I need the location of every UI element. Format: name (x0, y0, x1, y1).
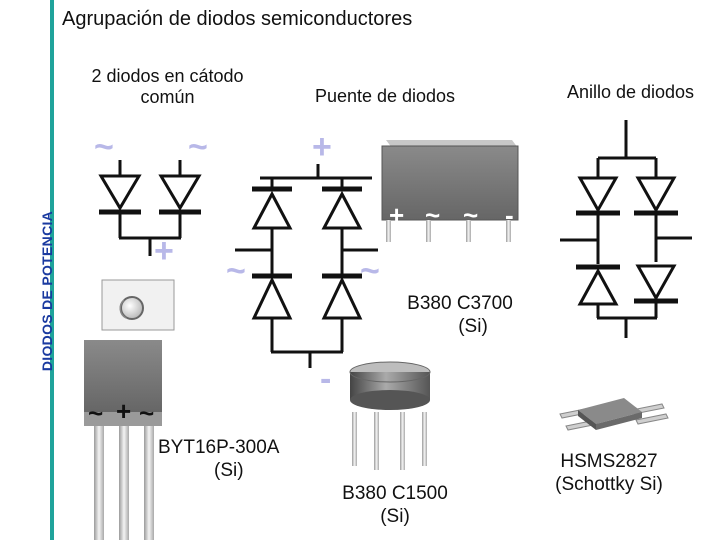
byt16p-package (84, 340, 162, 540)
byt-pin-plus: + (116, 396, 132, 426)
label-b380-c3700: B380 C3700 (Si) (407, 293, 513, 337)
page-title: Agrupación de diodos semiconductores (62, 8, 413, 30)
common-cathode-schematic (98, 160, 202, 256)
c3700-pin-ac-1: ~ (425, 200, 441, 230)
c3700-pin-minus: - (505, 200, 514, 230)
hsms2827-package (559, 398, 669, 431)
c3700-pin-ac-2: ~ (463, 200, 479, 230)
bridge-schematic (235, 164, 378, 368)
heading-ring: Anillo de diodos (566, 82, 695, 102)
byt-pin-ac-1: ~ (88, 398, 104, 428)
sidebar-accent-bar (50, 0, 54, 540)
bridge-ac-left-symbol: ~ (226, 252, 246, 290)
c3700-pin-plus: + (389, 200, 405, 230)
cc-ac-right-symbol: ~ (188, 128, 208, 166)
label-b380-c1500: B380 C1500 (Si) (342, 483, 448, 527)
label-hsms2827: HSMS2827 (Schottky Si) (555, 451, 663, 495)
label-byt16p: BYT16P-300A (Si) (158, 437, 280, 481)
bridge-plus-symbol: + (312, 128, 332, 166)
b380-c3700-package (381, 140, 519, 242)
bridge-minus-symbol: - (320, 360, 332, 398)
cc-plus-symbol: + (154, 232, 174, 270)
ring-schematic (560, 120, 692, 338)
cc-ac-left-symbol: ~ (94, 128, 114, 166)
heading-common-cathode: 2 diodos en cátodo común (91, 66, 244, 107)
byt-pin-ac-2: ~ (139, 398, 155, 428)
round-component (101, 279, 175, 331)
b380-c1500-package (349, 361, 431, 470)
heading-bridge: Puente de diodos (314, 86, 456, 106)
bridge-ac-right-symbol: ~ (360, 252, 380, 290)
